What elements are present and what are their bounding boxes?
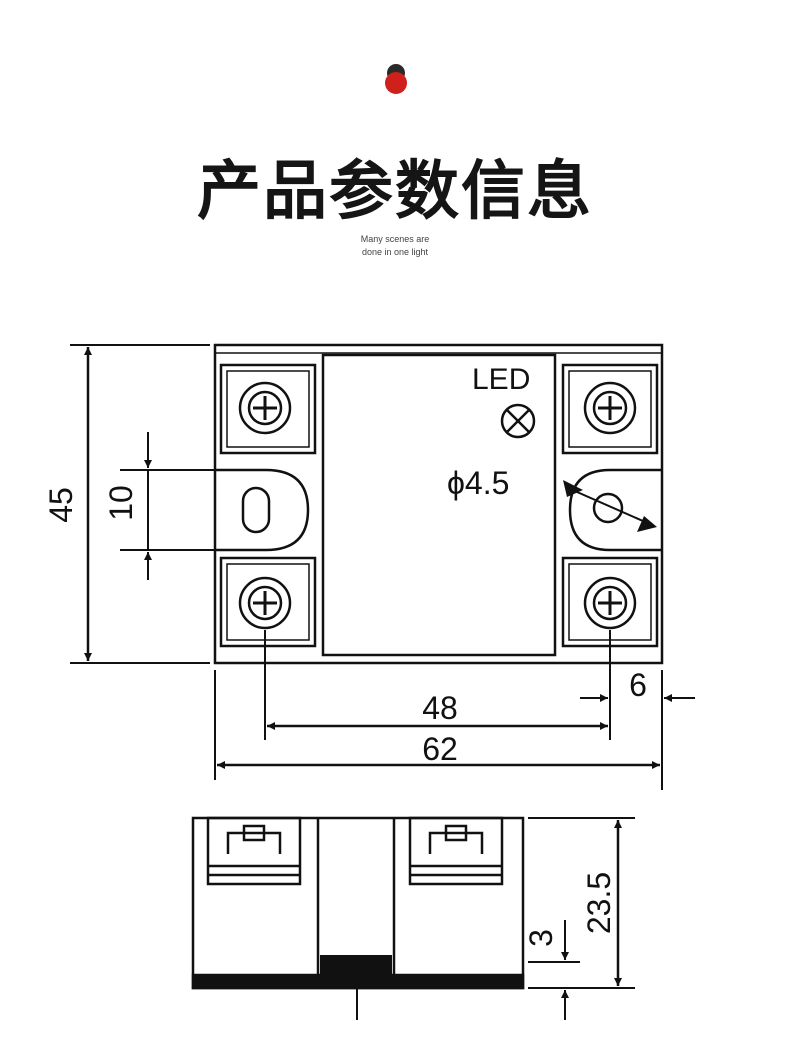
screw-icon [583,576,637,630]
right-mount-ear [568,468,662,552]
screw-icon [238,381,292,435]
top-view [213,343,664,665]
page-subtitle: Many scenes are done in one light [0,233,790,259]
terminal-top-right [561,363,659,455]
screw-icon [583,381,637,435]
page-title: 产品参数信息 [197,155,593,229]
side-terminal-right [408,816,504,886]
dim-side-height-label: 23.5 [581,872,617,934]
dim-width-label: 62 [422,731,458,767]
subtitle-line-2: done in one light [361,247,429,257]
hole-diameter-label: ϕ4.5 [447,465,509,501]
dim-pitch-label: 48 [422,690,458,726]
screw-icon [238,576,292,630]
dim-terminal-gap-label: 10 [103,485,139,521]
side-view [191,816,525,1020]
dim-height-label: 45 [43,487,79,523]
subtitle-line-1: Many scenes are [360,234,430,244]
relay-outline [213,343,664,665]
side-terminal-left [206,816,302,886]
led-icon [500,403,536,439]
terminal-bottom-left [219,556,317,648]
center-panel [321,353,557,657]
right-mount-hole [592,492,624,524]
brand-dot-icon [385,64,407,94]
terminal-top-left [219,363,317,455]
dot-bottom [385,72,407,94]
left-mount-slot [241,486,271,534]
led-label: LED [472,363,530,396]
left-mount-ear [215,468,310,552]
dim-base-label: 3 [523,929,559,947]
dim-offset-label: 6 [629,667,647,703]
